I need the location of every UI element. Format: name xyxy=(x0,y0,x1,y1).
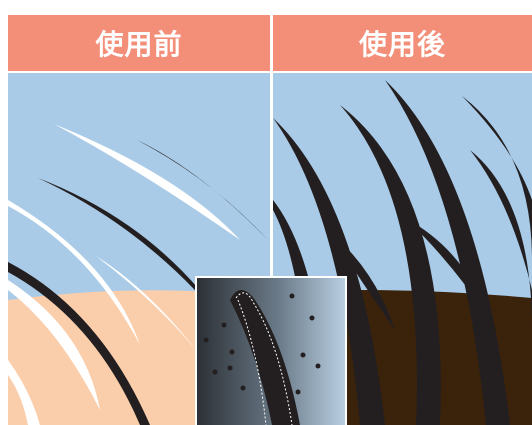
dirt-particle-icon xyxy=(295,389,301,395)
dirt-particle-icon xyxy=(289,293,295,299)
after-label: 使用後 xyxy=(358,28,446,61)
magnified-pore-icon xyxy=(195,276,347,425)
dirt-particle-icon xyxy=(221,322,227,328)
dirt-particle-icon xyxy=(309,315,315,321)
hair-strand-icon xyxy=(8,262,150,425)
hair-strand-icon xyxy=(273,118,385,425)
header-before-bg xyxy=(8,15,270,71)
hair-strand-icon xyxy=(385,80,510,425)
dirt-particle-icon xyxy=(315,363,321,369)
dirt-particle-icon xyxy=(203,337,209,343)
hair-strand-icon xyxy=(330,232,395,330)
hair-strand-icon xyxy=(8,360,40,425)
header-after-bg xyxy=(273,15,532,71)
hair-strand-icon xyxy=(470,150,532,330)
dirt-particle-icon xyxy=(212,369,218,375)
dirt-particle-icon xyxy=(227,365,233,371)
magnified-hair-outline xyxy=(235,292,293,425)
dirt-particle-icon xyxy=(229,349,235,355)
dirt-particle-icon xyxy=(240,385,246,391)
hair-strand-icon xyxy=(8,280,100,410)
before-label: 使用前 xyxy=(95,28,183,61)
magnified-hair-strand xyxy=(230,290,300,425)
hair-strand-icon xyxy=(340,105,441,425)
dirt-particle-icon xyxy=(300,352,306,358)
